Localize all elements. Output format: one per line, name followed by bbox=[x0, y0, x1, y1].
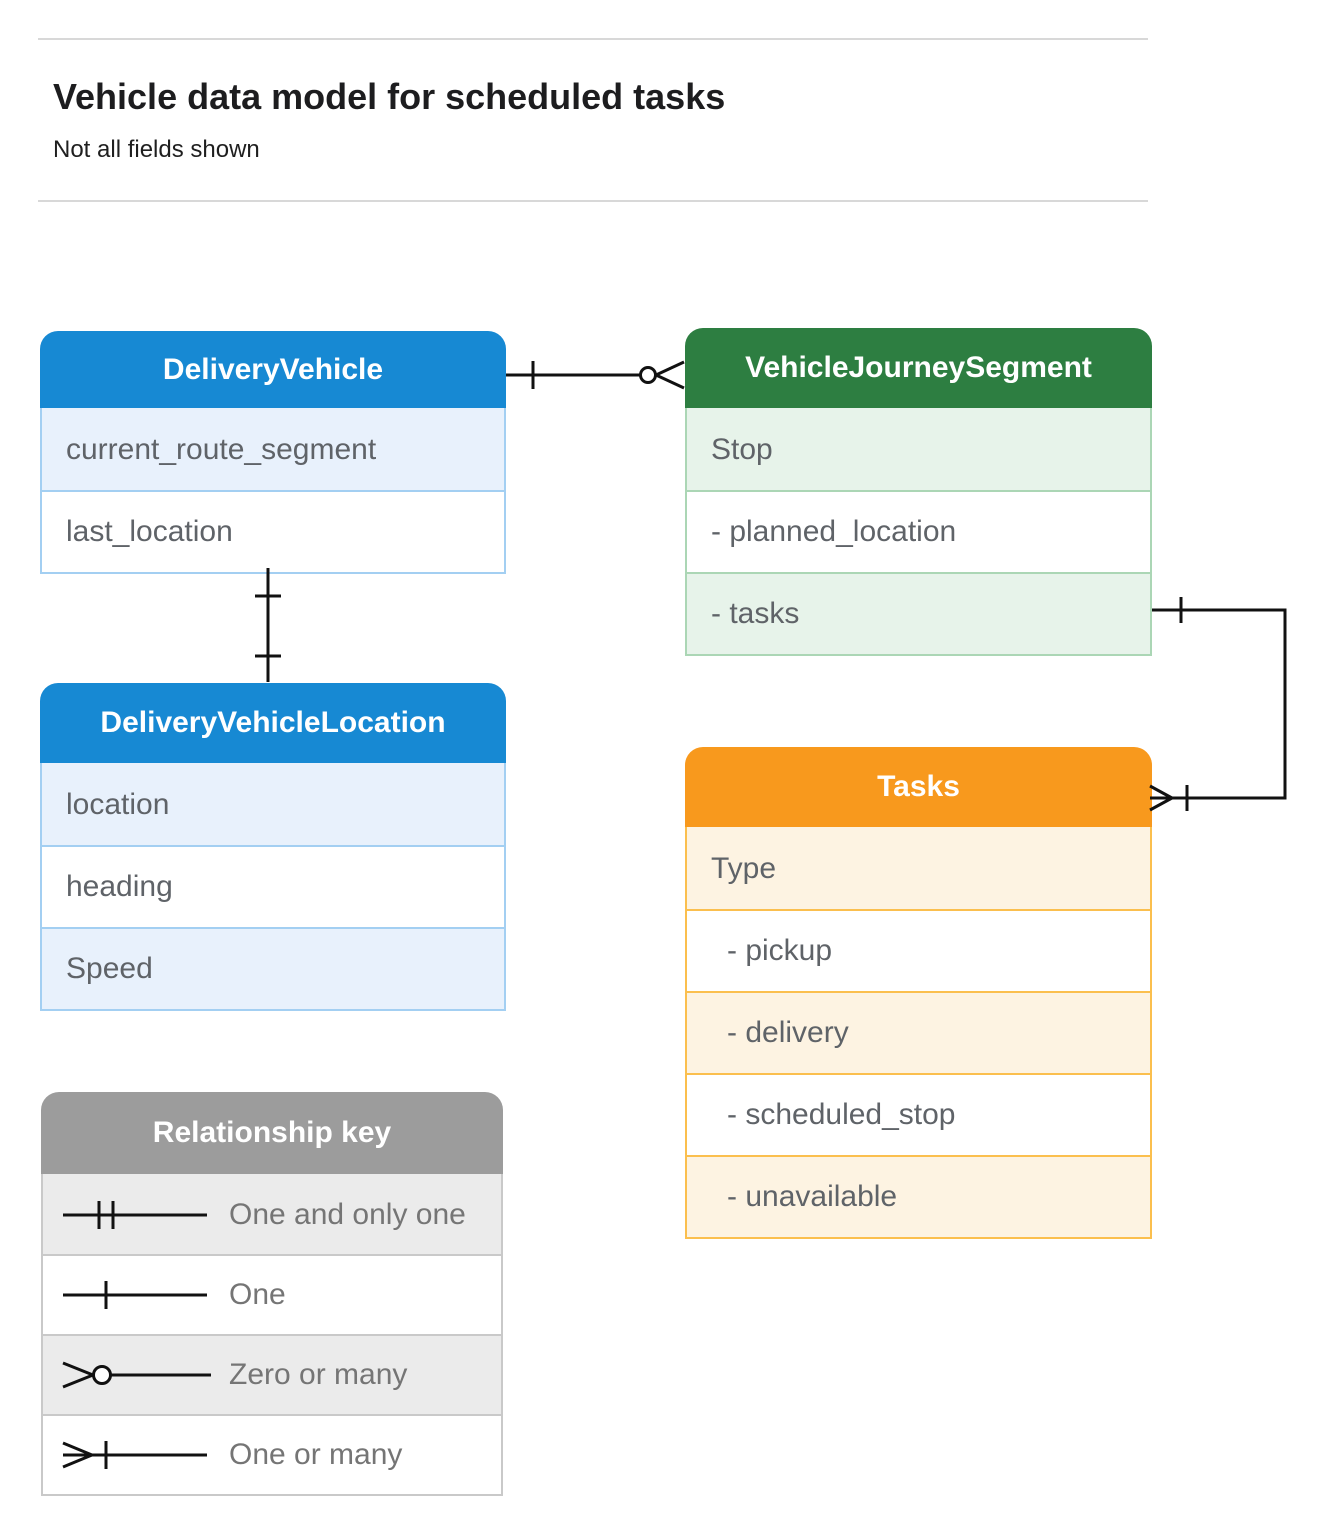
relationship-key-rows: One and only one One Zero or many bbox=[41, 1174, 503, 1496]
field-row: heading bbox=[42, 845, 504, 927]
legend-item-label: Zero or many bbox=[229, 1358, 408, 1391]
field-row: last_location bbox=[42, 490, 504, 572]
connector-vehiclejourneysegment-tasks bbox=[1149, 597, 1287, 812]
entity-delivery-vehicle-location-rows: location heading Speed bbox=[40, 763, 506, 1011]
entity-delivery-vehicle: DeliveryVehicle current_route_segment la… bbox=[40, 331, 506, 574]
entity-tasks: Tasks Type - pickup - delivery - schedul… bbox=[685, 747, 1152, 1239]
page-title: Vehicle data model for scheduled tasks bbox=[53, 76, 726, 117]
entity-delivery-vehicle-location-header: DeliveryVehicleLocation bbox=[40, 683, 506, 763]
field-row: - pickup bbox=[687, 909, 1150, 991]
legend-item: One and only one bbox=[43, 1174, 501, 1254]
field-row: - scheduled_stop bbox=[687, 1073, 1150, 1155]
field-row: current_route_segment bbox=[42, 408, 504, 490]
top-divider bbox=[38, 38, 1148, 40]
entity-delivery-vehicle-header: DeliveryVehicle bbox=[40, 331, 506, 408]
relationship-key: Relationship key One and only one One bbox=[41, 1092, 503, 1496]
entity-tasks-header: Tasks bbox=[685, 747, 1152, 827]
field-row: Type bbox=[687, 827, 1150, 909]
entity-delivery-vehicle-rows: current_route_segment last_location bbox=[40, 408, 506, 574]
field-row: - planned_location bbox=[687, 490, 1150, 572]
legend-item: Zero or many bbox=[43, 1334, 501, 1414]
entity-vehicle-journey-segment-rows: Stop - planned_location - tasks bbox=[685, 408, 1152, 656]
one-and-only-one-icon bbox=[63, 1201, 207, 1229]
connector-deliveryvehicle-deliveryvehiclelocation bbox=[255, 568, 281, 682]
field-row: Speed bbox=[42, 927, 504, 1009]
entity-vehicle-journey-segment: VehicleJourneySegment Stop - planned_loc… bbox=[685, 328, 1152, 656]
legend-item-label: One or many bbox=[229, 1438, 403, 1471]
field-row: - unavailable bbox=[687, 1155, 1150, 1237]
relationship-key-header: Relationship key bbox=[41, 1092, 503, 1174]
legend-item: One bbox=[43, 1254, 501, 1334]
entity-vehicle-journey-segment-header: VehicleJourneySegment bbox=[685, 328, 1152, 408]
connector-deliveryvehicle-vehiclejourneysegment bbox=[506, 360, 685, 390]
legend-item-label: One and only one bbox=[229, 1198, 466, 1231]
legend-item-label: One bbox=[229, 1278, 286, 1311]
one-icon bbox=[63, 1281, 207, 1309]
entity-tasks-rows: Type - pickup - delivery - scheduled_sto… bbox=[685, 827, 1152, 1239]
header-divider bbox=[38, 200, 1148, 202]
entity-delivery-vehicle-location: DeliveryVehicleLocation location heading… bbox=[40, 683, 506, 1011]
field-row: location bbox=[42, 763, 504, 845]
field-row: - delivery bbox=[687, 991, 1150, 1073]
zero-or-many-icon bbox=[62, 1361, 211, 1389]
field-row: - tasks bbox=[687, 572, 1150, 654]
one-or-many-icon bbox=[62, 1441, 207, 1469]
field-row: Stop bbox=[687, 408, 1150, 490]
page-subtitle: Not all fields shown bbox=[53, 136, 260, 163]
legend-item: One or many bbox=[43, 1414, 501, 1494]
